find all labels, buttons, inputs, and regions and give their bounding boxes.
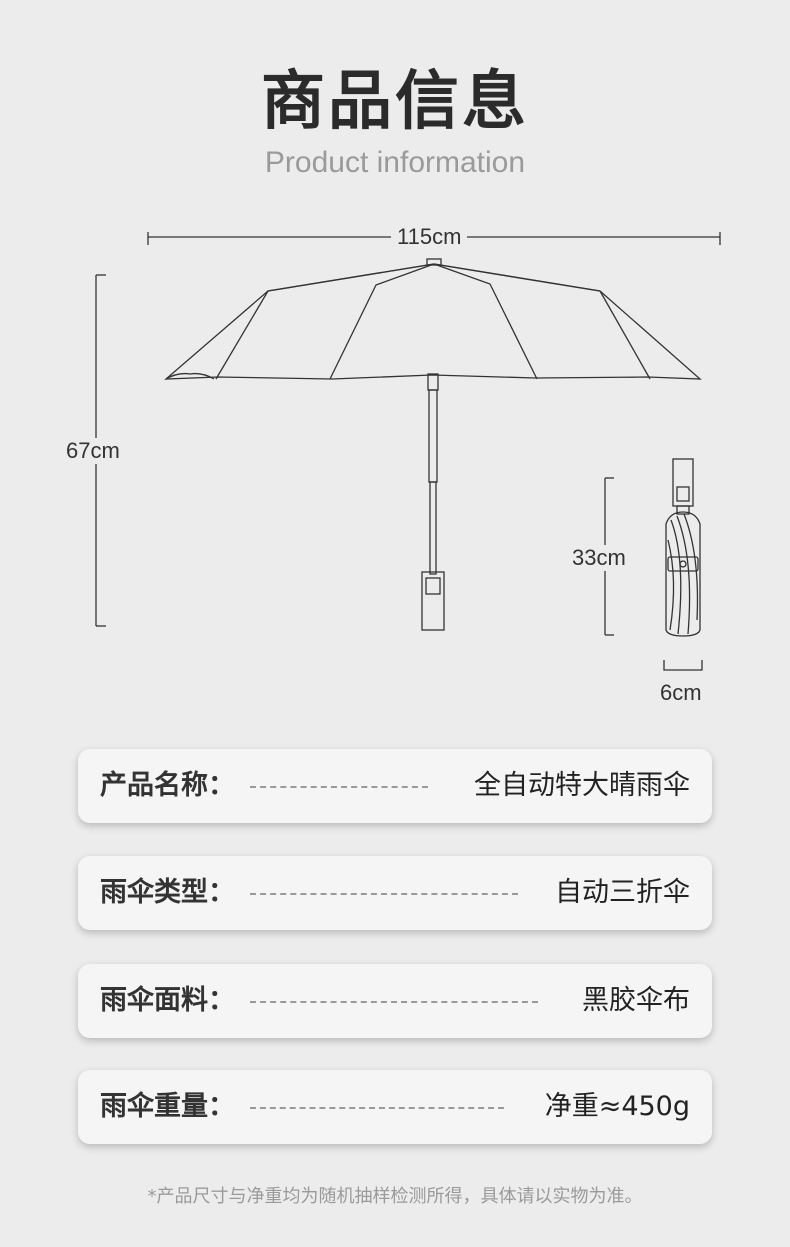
- dash-divider: [250, 1107, 504, 1109]
- spec-card-product-name: 产品名称： 全自动特大晴雨伞: [78, 749, 712, 823]
- dash-divider: [250, 1001, 538, 1003]
- open-width-label: 115cm: [391, 224, 468, 250]
- spec-label: 雨伞类型：: [100, 877, 235, 908]
- folded-length-label: 33cm: [566, 545, 632, 571]
- spec-value: 净重≈450g: [544, 1091, 690, 1122]
- spec-label: 产品名称：: [100, 770, 235, 801]
- folded-width-label: 6cm: [654, 680, 708, 706]
- page-subtitle: Product information: [264, 146, 526, 179]
- spec-value: 全自动特大晴雨伞: [474, 770, 690, 801]
- page-title: 商品信息: [261, 65, 529, 139]
- dash-divider: [250, 893, 518, 895]
- open-umbrella-icon: [164, 258, 702, 631]
- open-height-label: 67cm: [60, 438, 126, 464]
- folded-width-dimension-line: [663, 660, 703, 671]
- spec-value: 黑胶伞布: [582, 985, 690, 1016]
- spec-card-umbrella-type: 雨伞类型： 自动三折伞: [78, 856, 712, 930]
- spec-value: 自动三折伞: [555, 877, 690, 908]
- spec-label: 雨伞重量：: [100, 1091, 235, 1122]
- spec-card-weight: 雨伞重量： 净重≈450g: [78, 1070, 712, 1144]
- umbrella-diagram: [95, 232, 721, 671]
- spec-label: 雨伞面料：: [100, 985, 235, 1016]
- spec-card-fabric: 雨伞面料： 黑胶伞布: [78, 964, 712, 1038]
- footnote: *产品尺寸与净重均为随机抽样检测所得，具体请以实物为准。: [147, 1186, 643, 1207]
- dash-divider: [250, 786, 428, 788]
- folded-umbrella-icon: [665, 458, 701, 637]
